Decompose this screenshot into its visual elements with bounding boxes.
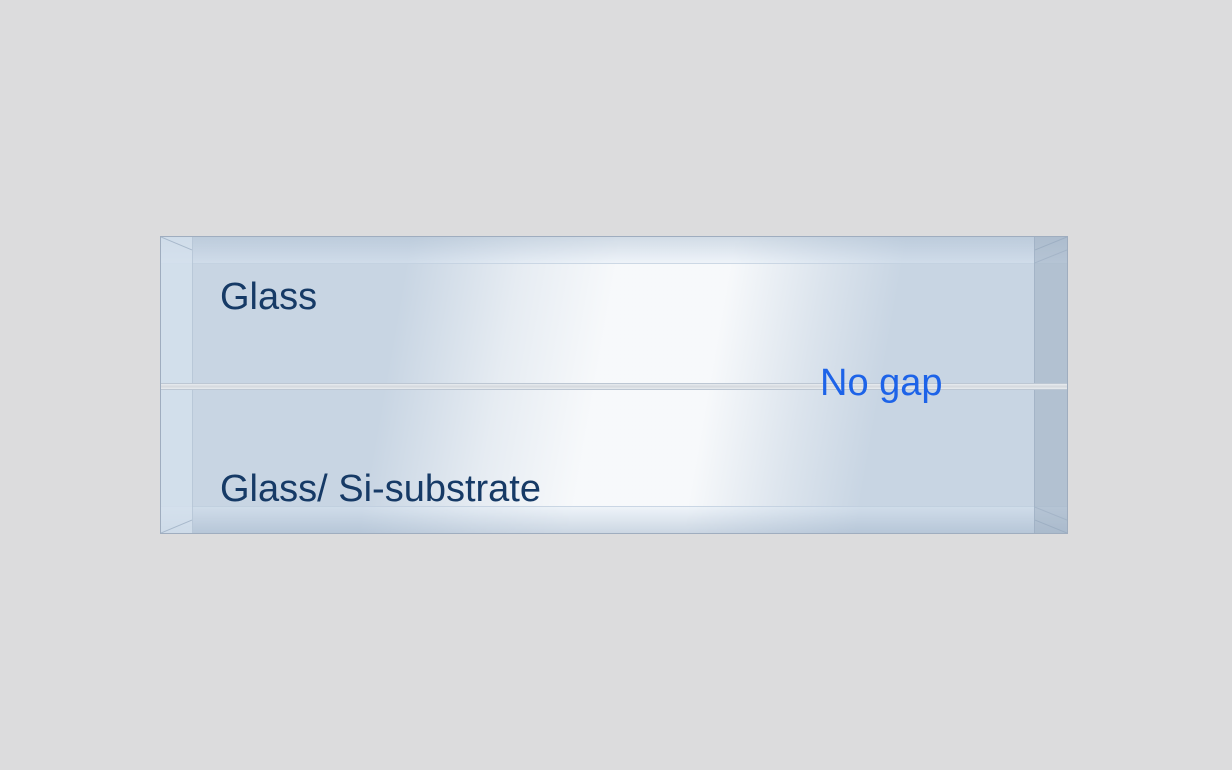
top-layer-label: Glass xyxy=(220,276,318,318)
bottom-layer-label: Glass/ Si-substrate xyxy=(220,468,541,510)
stack-top-edge xyxy=(161,237,1067,264)
gap-label: No gap xyxy=(820,362,943,404)
interface-line xyxy=(161,383,1067,390)
glass-stack: Glass Glass/ Si-substrate No gap xyxy=(160,236,1068,534)
stack-bottom-edge xyxy=(161,506,1067,533)
bevel-lines xyxy=(161,237,1067,533)
